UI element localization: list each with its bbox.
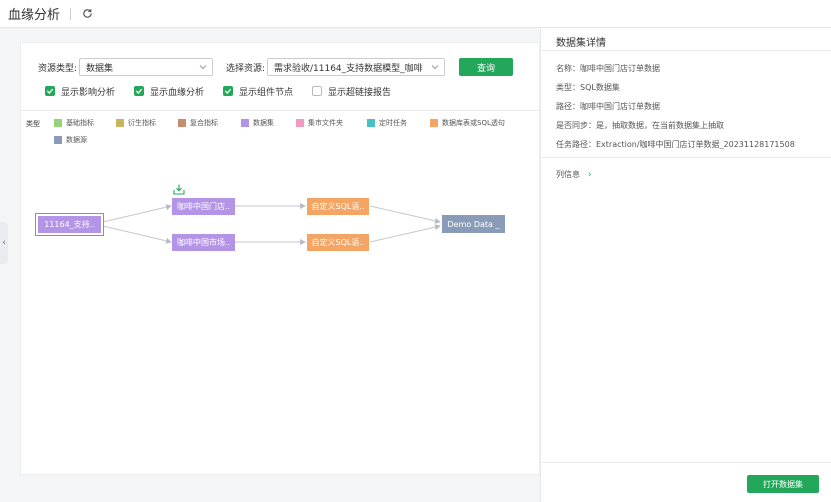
- resource-type-select[interactable]: 数据集: [79, 58, 213, 76]
- legend-swatch: [367, 119, 375, 127]
- top-bar: 血缘分析: [0, 0, 831, 28]
- legend-item: 复合指标: [178, 118, 218, 128]
- checkbox-checked-icon: [223, 86, 233, 96]
- resource-type-label: 资源类型:: [38, 63, 78, 74]
- node-label: Demo Data _: [447, 219, 500, 229]
- legend-item: 定时任务: [367, 118, 407, 128]
- legend-label: 复合指标: [190, 119, 218, 127]
- checkbox-label: 显示超链接报告: [328, 87, 392, 98]
- legend-swatch: [54, 136, 62, 144]
- show-impact-checkbox[interactable]: 显示影响分析: [45, 85, 116, 98]
- graph-node-datasource[interactable]: Demo Data _: [442, 215, 505, 233]
- legend-item: 数据库表或SQL透句: [430, 118, 505, 128]
- legend-swatch: [116, 119, 124, 127]
- detail-sync: 是否同步：是，抽取数据，在当前数据集上抽取: [556, 121, 724, 130]
- legend-item: 基础指标: [54, 118, 94, 128]
- detail-task-path: 任务路径：Extraction/咖啡中国门店订单数据_2023112817150…: [556, 140, 795, 149]
- show-hyperlink-report-checkbox[interactable]: 显示超链接报告: [312, 85, 392, 98]
- detail-name: 名称：咖啡中国门店订单数据: [556, 64, 660, 73]
- legend-item: 集市文件夹: [296, 118, 343, 128]
- legend-label: 衍生指标: [128, 119, 156, 127]
- node-label: 咖啡中国市场..: [176, 238, 231, 247]
- graph-node-dataset-root[interactable]: 11164_支持..: [35, 213, 104, 236]
- collapse-handle[interactable]: ‹: [0, 222, 8, 264]
- graph-node-sql-2[interactable]: 自定义SQL语..: [307, 234, 369, 251]
- extract-download-icon[interactable]: [173, 184, 185, 195]
- refresh-icon[interactable]: [80, 7, 94, 21]
- legend-item: 衍生指标: [116, 118, 156, 128]
- chevron-left-icon: ‹: [2, 238, 6, 248]
- select-resource-label: 选择资源:: [226, 63, 266, 74]
- title-divider: [70, 7, 72, 20]
- details-title: 数据集详情: [556, 38, 606, 49]
- divider: [541, 50, 831, 51]
- node-label: 自定义SQL语..: [311, 238, 365, 247]
- lineage-panel: [20, 42, 540, 475]
- legend-swatch: [54, 119, 62, 127]
- node-label: 咖啡中国门店..: [176, 202, 231, 211]
- checkbox-label: 显示影响分析: [61, 87, 116, 98]
- legend-label: 基础指标: [66, 119, 94, 127]
- select-resource-value: 需求验收/11164_支持数据模型_咖啡: [274, 63, 423, 74]
- chevron-right-icon: ›: [588, 169, 592, 180]
- legend-item: 数据源: [54, 135, 87, 145]
- select-resource-select[interactable]: 需求验收/11164_支持数据模型_咖啡: [267, 58, 445, 76]
- divider: [20, 110, 540, 111]
- divider: [541, 157, 831, 158]
- resource-type-value: 数据集: [86, 63, 114, 74]
- show-component-nodes-checkbox[interactable]: 显示组件节点: [223, 85, 294, 98]
- detail-path: 路径：咖啡中国门店订单数据: [556, 102, 660, 111]
- legend-label: 数据源: [66, 136, 87, 144]
- legend-swatch: [430, 119, 438, 127]
- divider: [541, 462, 831, 463]
- graph-node-dataset-store-orders[interactable]: 咖啡中国门店..: [172, 198, 235, 215]
- checkbox-label: 显示组件节点: [239, 87, 294, 98]
- query-button[interactable]: 查询: [459, 58, 513, 76]
- column-info-label: 列信息: [556, 170, 580, 179]
- legend-label: 集市文件夹: [308, 119, 343, 127]
- checkbox-checked-icon: [134, 86, 144, 96]
- column-info-toggle[interactable]: 列信息 ›: [556, 169, 592, 180]
- legend-swatch: [296, 119, 304, 127]
- legend-label: 数据集: [253, 119, 274, 127]
- checkbox-checked-icon: [45, 86, 55, 96]
- legend-label: 数据库表或SQL透句: [442, 119, 505, 127]
- chevron-down-icon: [199, 65, 207, 70]
- graph-node-sql-1[interactable]: 自定义SQL语..: [307, 198, 369, 215]
- checkbox-unchecked-icon: [312, 86, 322, 96]
- node-label: 自定义SQL语..: [311, 202, 365, 211]
- legend-item: 数据集: [241, 118, 274, 128]
- legend-title: 类型: [26, 120, 40, 128]
- legend-swatch: [178, 119, 186, 127]
- open-dataset-button[interactable]: 打开数据集: [747, 475, 819, 493]
- graph-node-dataset-market[interactable]: 咖啡中国市场..: [172, 234, 235, 251]
- chevron-down-icon: [431, 65, 439, 70]
- node-label: 11164_支持..: [44, 220, 95, 229]
- detail-type: 类型：SQL数据集: [556, 83, 620, 92]
- show-lineage-checkbox[interactable]: 显示血缘分析: [134, 85, 205, 98]
- checkbox-label: 显示血缘分析: [150, 87, 205, 98]
- details-panel: 数据集详情 名称：咖啡中国门店订单数据 类型：SQL数据集 路径：咖啡中国门店订…: [540, 28, 831, 502]
- legend-label: 定时任务: [379, 119, 407, 127]
- page-title: 血缘分析: [8, 8, 61, 23]
- legend-swatch: [241, 119, 249, 127]
